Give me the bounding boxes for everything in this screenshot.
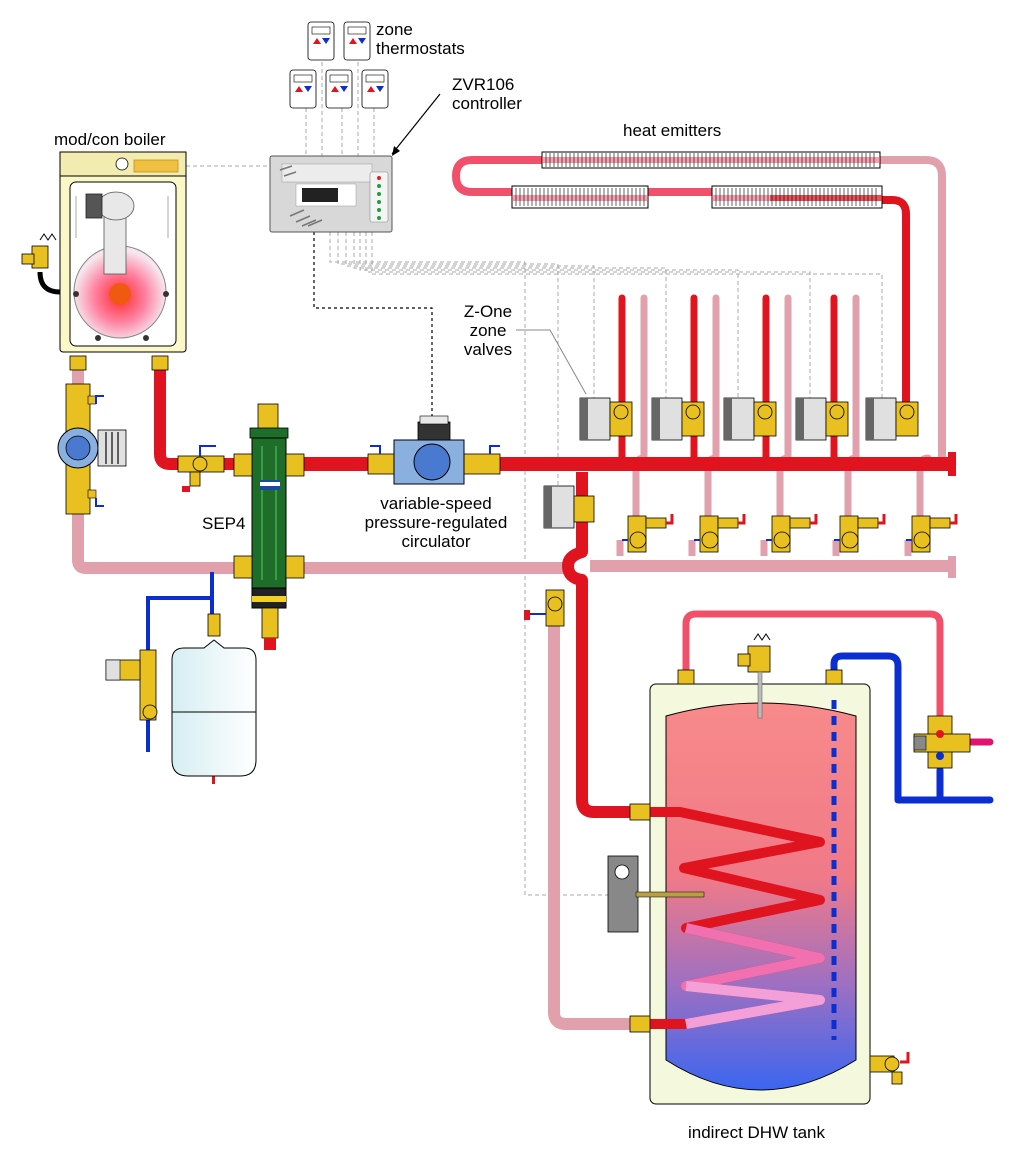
dhw-piping [682, 610, 994, 804]
emitter-fins [515, 153, 877, 206]
zone-valves-pointer [516, 329, 587, 395]
zone-purge-valves [622, 514, 958, 553]
controller-label-line1: ZVR106 [452, 75, 515, 94]
zone-valves-label: Z-One zone valves [448, 302, 528, 359]
heat-emitters-label: heat emitters [623, 121, 722, 140]
boiler-supply-purge-valve [177, 445, 225, 492]
mod-con-boiler [59, 151, 187, 353]
thermostatic-mixing-valve [913, 715, 971, 769]
zone-valve-icon [579, 397, 633, 441]
expansion-tank-drain [212, 776, 215, 784]
fill-valve-assembly [105, 649, 158, 721]
expansion-tank [171, 613, 257, 777]
supply-header-cap [948, 452, 956, 476]
sep4-separator [233, 403, 305, 650]
purge-valve-icon [694, 514, 746, 553]
dhw-zone-valve [543, 485, 595, 529]
zone-valve-icon [795, 397, 849, 441]
zone-valves-label-line2: zone [469, 321, 507, 340]
thermostat-icon [289, 69, 317, 109]
zone-valves-label-line3: valves [463, 340, 513, 359]
circulator-control-wire [313, 232, 433, 422]
boiler-return-fitting [69, 355, 87, 371]
controller-pointer-head [392, 146, 400, 156]
boiler-circulator [57, 383, 127, 515]
return-header-cap [948, 556, 956, 578]
controller-label: ZVR106 controller [452, 75, 522, 113]
zone-valve-icon [651, 397, 705, 441]
circulator-label-line3: circulator [401, 532, 471, 551]
purge-valve-icon [622, 514, 674, 553]
purge-valve-icon [834, 514, 886, 553]
zone-valve-icon [723, 397, 777, 441]
baseboard-emitter-right [711, 185, 883, 209]
purge-valve-icon [906, 514, 958, 553]
variable-speed-circulator [367, 415, 501, 485]
zone-valve-icon [865, 397, 919, 441]
dhw-return-purge-valve [524, 589, 565, 627]
control-wiring [186, 62, 883, 896]
baseboard-emitter-top [541, 151, 881, 169]
zone-thermostats [289, 21, 389, 109]
thermostat-icon [307, 21, 335, 61]
zone-thermostats-label-line2: thermostats [376, 39, 465, 58]
thermostat-icon [325, 69, 353, 109]
circulator-label-line2: pressure-regulated [364, 513, 508, 532]
zone-thermostats-label: zone thermostats [376, 20, 465, 58]
controller-label-line2: controller [452, 94, 522, 113]
boiler-supply-fitting [151, 355, 169, 371]
circulator-label-line1: variable-speed [380, 494, 492, 513]
thermostat-icon [343, 21, 371, 61]
boiler-relief-valve [21, 233, 57, 269]
zone-thermostats-label-line1: zone [376, 20, 413, 39]
thermostat-icon [361, 69, 389, 109]
circulator-label: variable-speed pressure-regulated circul… [346, 494, 526, 551]
controller-pointer [391, 93, 441, 155]
indirect-dhw-tank [629, 633, 910, 1105]
zone-valves-label-line1: Z-One [463, 302, 513, 321]
boiler-label: mod/con boiler [54, 130, 166, 149]
zvr106-controller [269, 155, 393, 233]
sep4-label: SEP4 [202, 514, 246, 533]
dhw-tank-label: indirect DHW tank [688, 1123, 825, 1142]
tank-sensor [607, 855, 705, 933]
purge-valve-icon [766, 514, 818, 553]
z-one-zone-valves [579, 397, 919, 441]
